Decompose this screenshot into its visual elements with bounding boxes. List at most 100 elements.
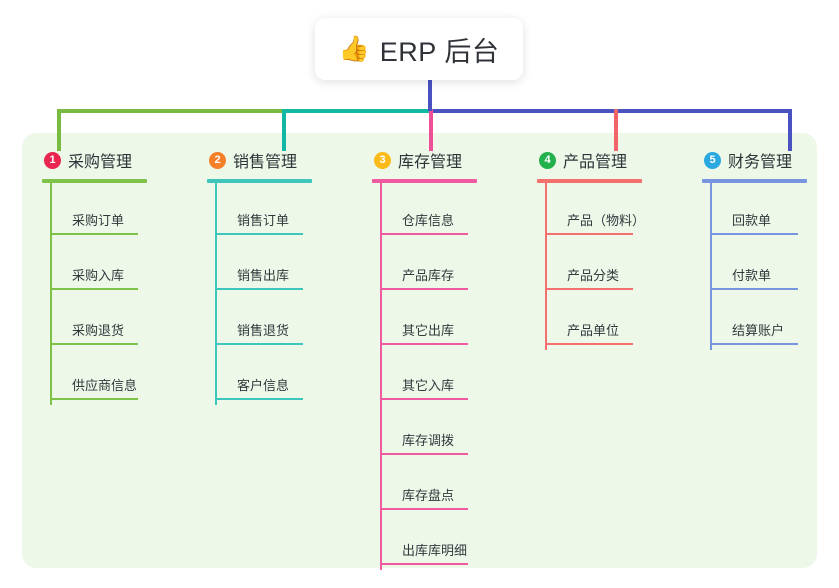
leaf-item-rule [545,288,633,290]
branch-spine-finance [710,183,712,350]
column-inventory: 3 库存管理仓库信息产品库存其它出库其它入库库存调拨库存盘点出库库明细 [372,148,477,570]
leaf-item[interactable]: 出库库明细 [372,513,477,568]
branch-purchase: 采购订单采购入库采购退货供应商信息 [42,183,147,405]
column-rule-product [537,179,642,183]
branch-finance: 回款单付款单结算账户 [702,183,807,350]
leaf-item[interactable]: 其它入库 [372,348,477,403]
column-header-sales[interactable]: 2 销售管理 [207,148,312,172]
leaf-item-rule [710,233,798,235]
leaf-item-rule [545,343,633,345]
leaf-item-label: 采购入库 [72,268,125,283]
leaf-item-label: 产品分类 [567,268,620,283]
leaf-item[interactable]: 产品分类 [537,238,642,293]
leaf-item[interactable]: 销售订单 [207,183,312,238]
leaf-item[interactable]: 产品单位 [537,293,642,348]
leaf-item-rule [215,343,303,345]
bus-segment-teal [282,109,429,113]
leaf-item-rule [380,343,468,345]
column-product: 4 产品管理产品（物料） 产品分类产品单位 [537,148,646,350]
leaf-item[interactable]: 产品（物料） [537,183,646,238]
leaf-item-rule [380,233,468,235]
leaf-item[interactable]: 产品库存 [372,238,477,293]
leaf-item[interactable]: 付款单 [702,238,807,293]
leaf-item-label: 其它出库 [402,323,455,338]
column-title-purchase: 采购管理 [68,154,133,171]
leaf-item[interactable]: 采购入库 [42,238,147,293]
leaf-item-label: 库存调拨 [402,433,455,448]
branch-sales: 销售订单销售出库销售退货客户信息 [207,183,312,405]
leaf-item-rule [380,453,468,455]
leaf-item-label: 产品库存 [402,268,455,283]
leaf-item[interactable]: 客户信息 [207,348,312,403]
leaf-item-label: 销售订单 [237,213,290,228]
branch-spine-sales [215,183,217,405]
leaf-item-rule [380,288,468,290]
column-rule-sales [207,179,312,183]
root-node[interactable]: 👍 ERP 后台 [315,18,523,80]
leaf-item-label: 回款单 [732,213,772,228]
branch-product: 产品（物料） 产品分类产品单位 [537,183,646,350]
column-sales: 2 销售管理销售订单销售出库销售退货客户信息 [207,148,312,405]
root-stem-connector [428,78,432,111]
leaf-item-label: 销售出库 [237,268,290,283]
column-badge-inventory: 3 [374,151,391,169]
leaf-item-label: 产品（物料） [567,213,646,228]
column-badge-sales: 2 [209,151,226,169]
leaf-item[interactable]: 库存调拨 [372,403,477,458]
bus-segment-green [57,109,282,113]
leaf-item-rule [380,563,468,565]
leaf-item[interactable]: 采购订单 [42,183,147,238]
leaf-item-rule [380,398,468,400]
leaf-item[interactable]: 回款单 [702,183,807,238]
column-title-inventory: 库存管理 [398,154,463,171]
leaf-item-label: 付款单 [732,268,772,283]
leaf-item-label: 结算账户 [732,323,785,338]
column-rule-purchase [42,179,147,183]
leaf-item-rule [215,398,303,400]
diagram-panel [22,133,817,568]
leaf-item[interactable]: 结算账户 [702,293,807,348]
leaf-item-rule [50,343,138,345]
leaf-item[interactable]: 采购退货 [42,293,147,348]
drop-line-sales [282,109,286,151]
leaf-item-label: 产品单位 [567,323,620,338]
thumbs-up-icon: 👍 [338,34,370,63]
drop-line-product [614,109,618,151]
column-badge-product: 4 [539,151,556,169]
leaf-item[interactable]: 销售出库 [207,238,312,293]
branch-spine-purchase [50,183,52,405]
branch-inventory: 仓库信息产品库存其它出库其它入库库存调拨库存盘点出库库明细 [372,183,477,570]
root-node-title: ERP 后台 [379,36,500,67]
leaf-item-rule [215,288,303,290]
column-header-inventory[interactable]: 3 库存管理 [372,148,477,172]
leaf-item[interactable]: 库存盘点 [372,458,477,513]
column-header-purchase[interactable]: 1 采购管理 [42,148,147,172]
branch-spine-inventory [380,183,382,570]
column-header-product[interactable]: 4 产品管理 [537,148,642,172]
leaf-item-label: 仓库信息 [402,213,455,228]
leaf-item[interactable]: 供应商信息 [42,348,147,403]
column-badge-finance: 5 [704,151,721,169]
bus-segment-indigo [429,109,792,113]
leaf-item-rule [215,233,303,235]
drop-line-finance [788,109,792,151]
leaf-item-rule [50,398,138,400]
column-title-sales: 销售管理 [233,154,298,171]
leaf-item-rule [50,288,138,290]
column-title-product: 产品管理 [563,154,628,171]
leaf-item-label: 客户信息 [237,378,290,393]
leaf-item[interactable]: 仓库信息 [372,183,477,238]
leaf-item[interactable]: 其它出库 [372,293,477,348]
drop-line-inventory [429,109,433,151]
leaf-item-rule [545,233,633,235]
column-purchase: 1 采购管理采购订单采购入库采购退货供应商信息 [42,148,147,405]
leaf-item-rule [710,288,798,290]
column-badge-purchase: 1 [44,151,61,169]
leaf-item-label: 采购订单 [72,213,125,228]
column-rule-finance [702,179,807,183]
leaf-item-label: 供应商信息 [72,378,138,393]
leaf-item[interactable]: 销售退货 [207,293,312,348]
